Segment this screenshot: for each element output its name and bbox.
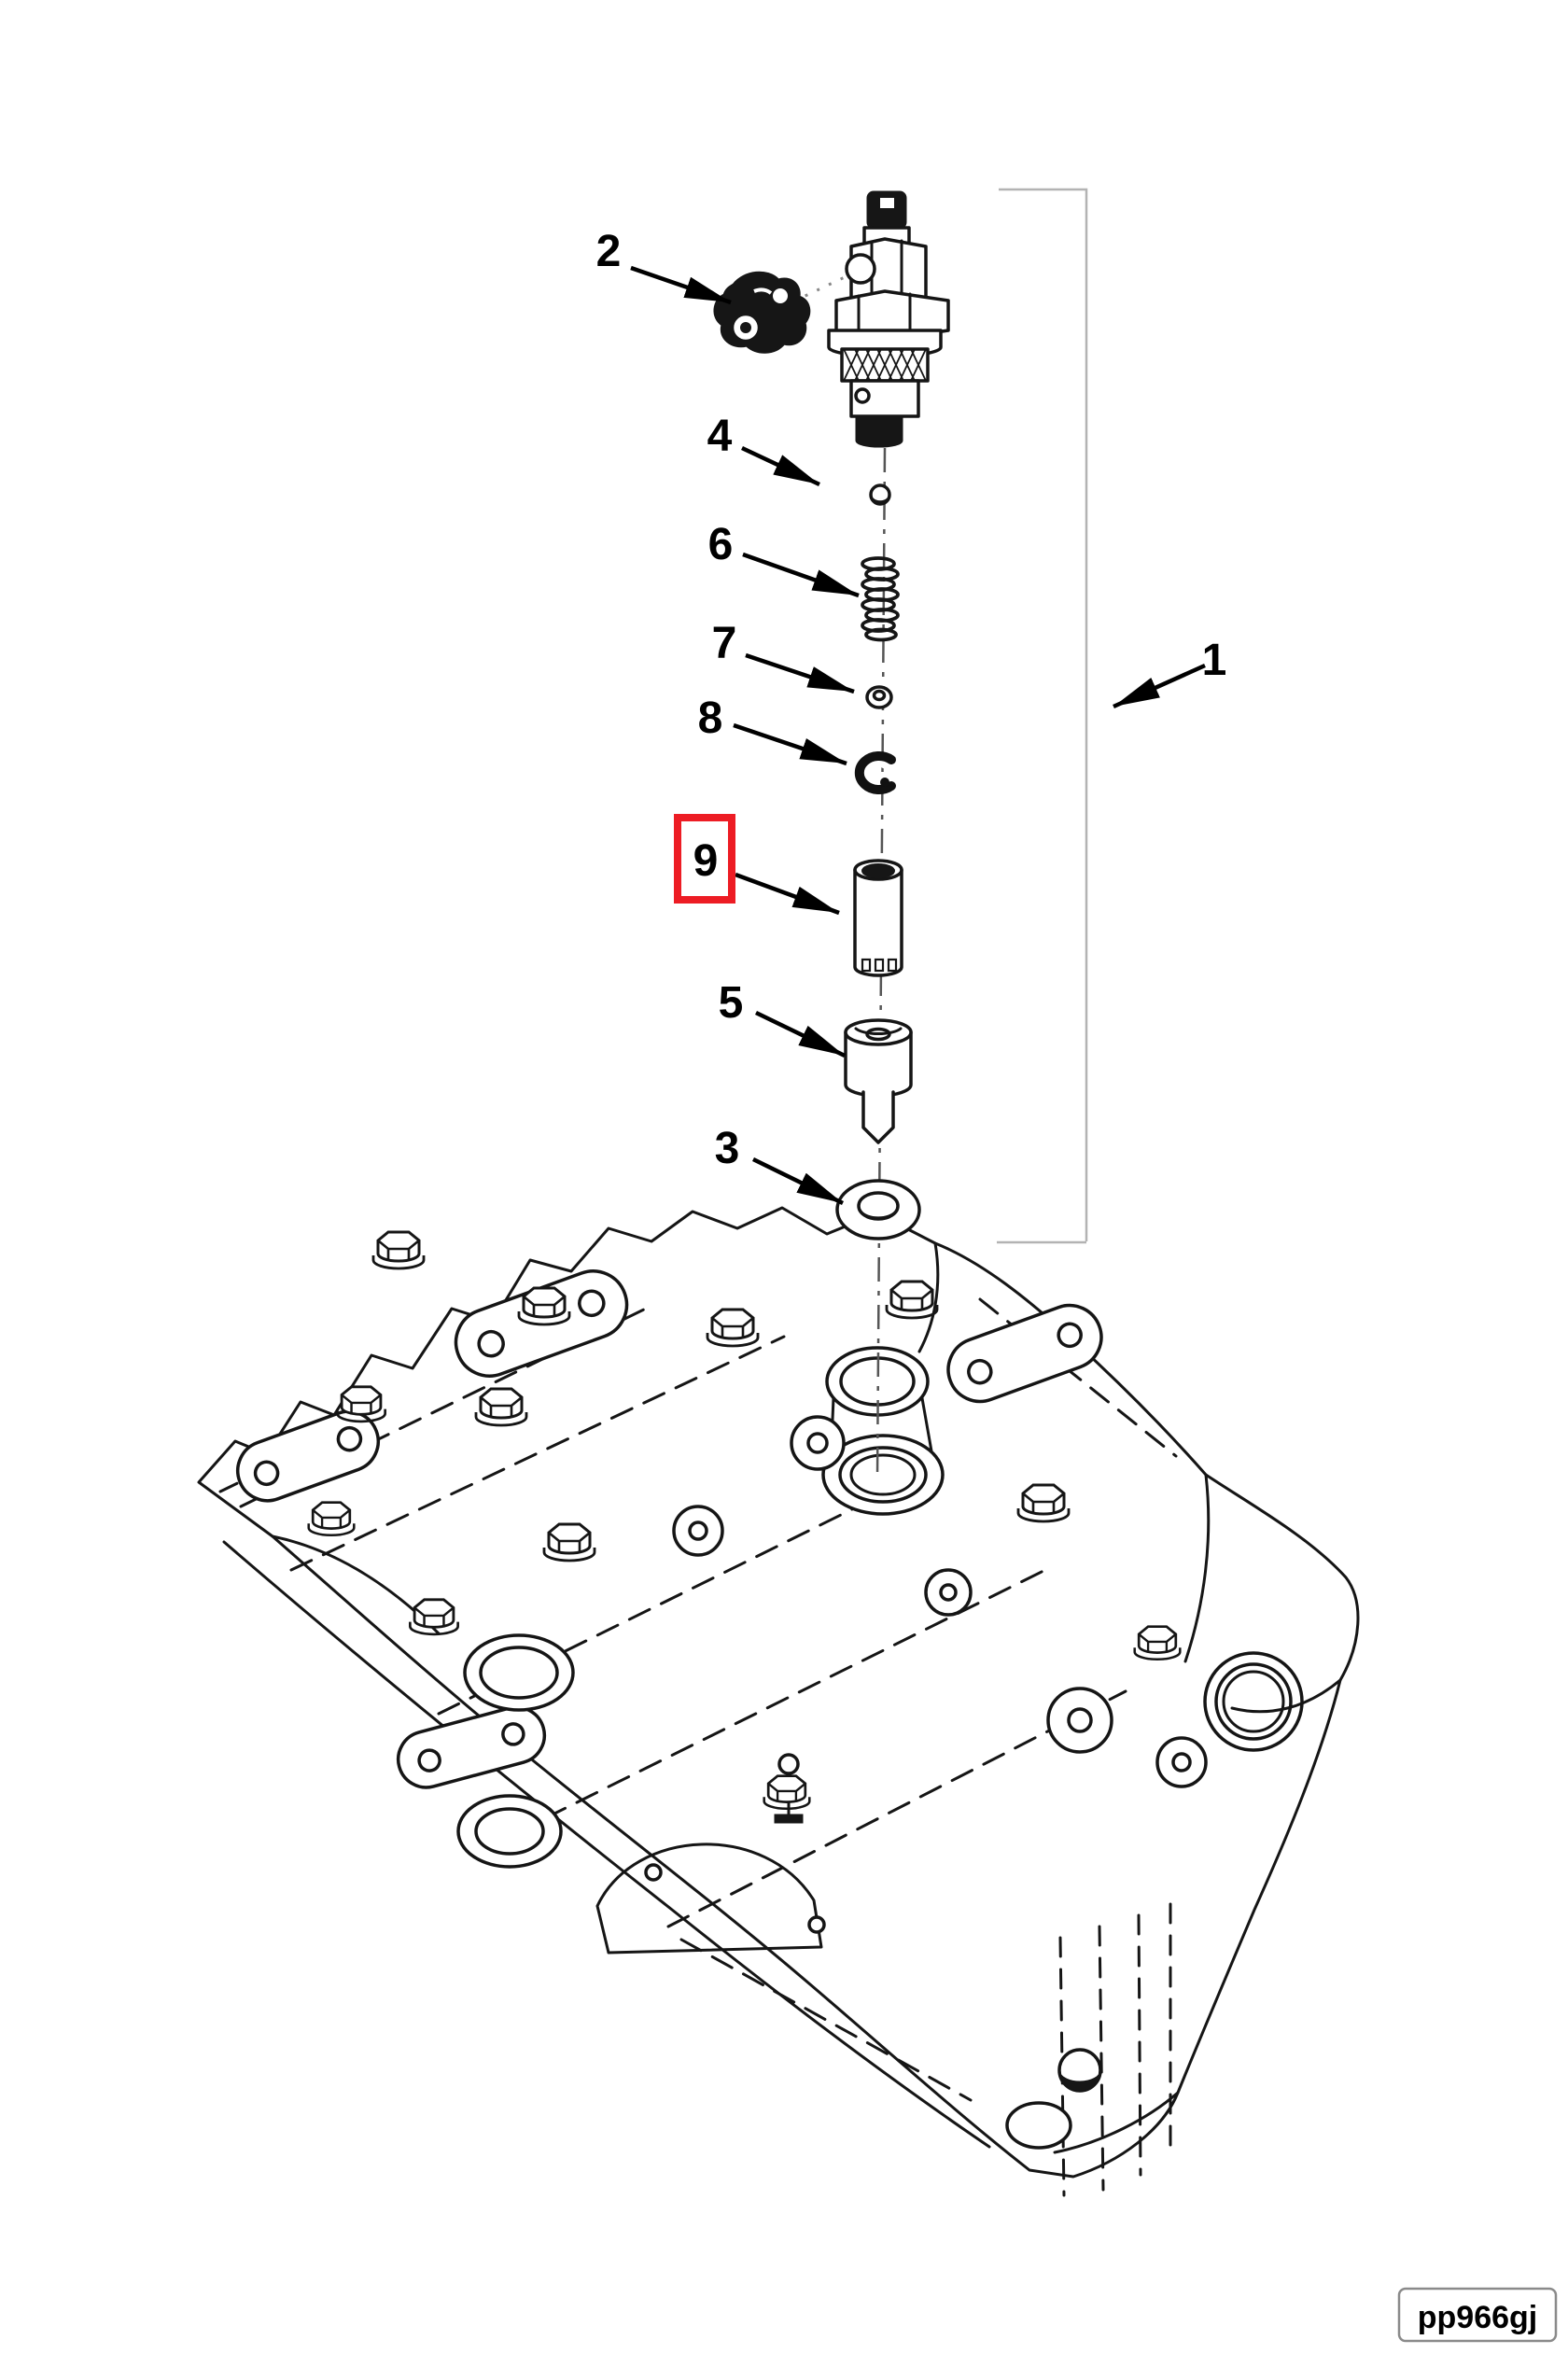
nozzle	[844, 1018, 913, 1144]
arrow-callout-3	[752, 1156, 844, 1206]
sealing-washer	[835, 1179, 921, 1240]
callout-label-7: 7	[712, 619, 737, 668]
callout-label-3: 3	[715, 1124, 740, 1173]
arrow-callout-1	[1113, 663, 1206, 709]
injector-spring	[861, 556, 900, 642]
cylinder-head-drawing	[197, 1206, 1360, 2197]
figure-code-label: pp966gj	[1418, 2300, 1537, 2335]
arrow-callout-7	[745, 652, 855, 694]
callout-label-1: 1	[1202, 636, 1227, 685]
spacer-sleeve	[853, 859, 903, 977]
highlight-box-part-9	[674, 814, 735, 904]
arrow-callout-5	[755, 1010, 846, 1058]
callout-label-9: 9	[693, 836, 719, 886]
callout-label-5: 5	[719, 978, 744, 1028]
check-ball-seat	[865, 685, 893, 709]
callout-label-8: 8	[698, 694, 723, 743]
callout-label-4: 4	[707, 412, 733, 461]
callout-label-6: 6	[708, 520, 734, 569]
callout-label-2: 2	[596, 227, 622, 276]
arrow-callout-6	[742, 552, 860, 598]
arrow-callout-4	[741, 445, 820, 487]
arrow-callout-8	[733, 722, 847, 766]
retaining-clip	[854, 751, 896, 794]
injector-clamp	[713, 271, 811, 354]
injector-assembly	[827, 190, 950, 448]
callout-arrows	[630, 265, 1206, 1206]
arrow-callout-9	[735, 872, 840, 916]
arrow-callout-2	[630, 265, 732, 305]
sealing-ball	[869, 483, 891, 506]
centerline-axis	[875, 447, 887, 1480]
figure-code-box: pp966gj	[1397, 2287, 1558, 2343]
assembly-bracket	[997, 188, 1088, 1244]
